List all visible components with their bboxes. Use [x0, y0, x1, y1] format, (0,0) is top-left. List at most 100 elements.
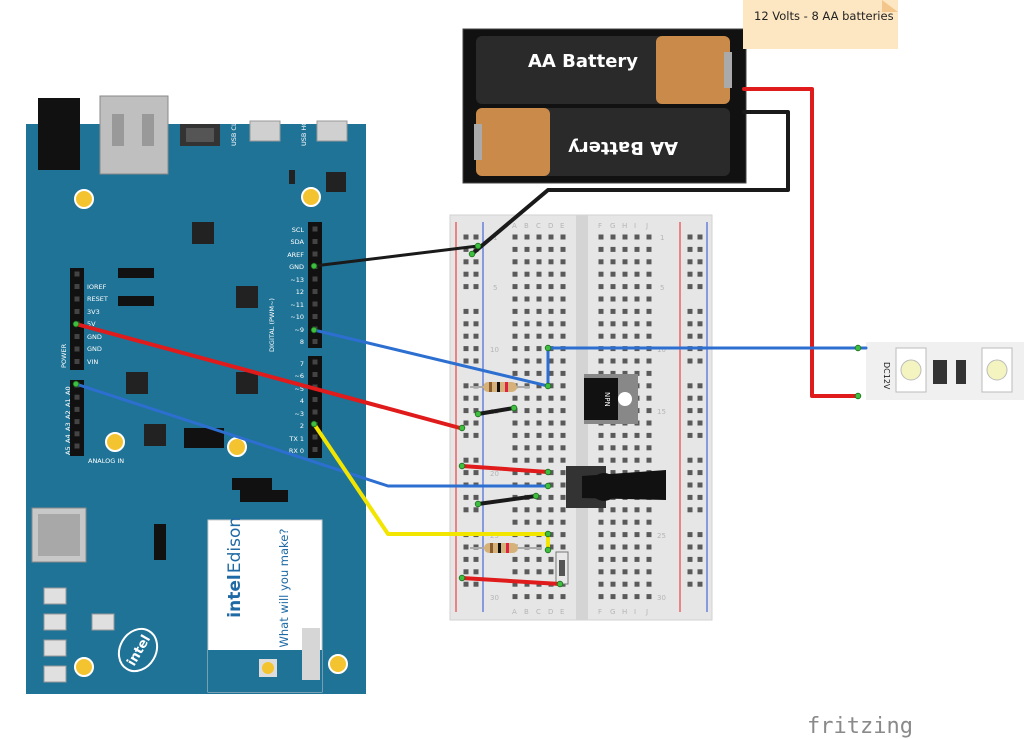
breadboard-hole [536, 395, 542, 401]
breadboard-hole [610, 308, 616, 314]
wire-endpoint [532, 492, 540, 500]
rail-hole [463, 346, 469, 352]
breadboard-hole [536, 445, 542, 451]
svg-text:IOREF: IOREF [87, 283, 107, 291]
breadboard-hole [646, 259, 652, 265]
svg-text:30: 30 [657, 594, 666, 602]
breadboard-hole [634, 370, 640, 376]
breadboard-hole [560, 470, 566, 476]
breadboard-hole [524, 594, 530, 600]
rail-hole [473, 234, 479, 240]
svg-text:A: A [512, 608, 517, 616]
rail-hole [463, 556, 469, 562]
breadboard-hole [524, 519, 530, 525]
header-pin [74, 359, 80, 364]
breadboard-hole [634, 234, 640, 240]
usb-host-label: USB HOST [300, 112, 308, 146]
svg-text:~6: ~6 [294, 372, 304, 380]
breadboard-hole [512, 420, 518, 426]
breadboard-hole [512, 271, 518, 277]
breadboard-hole [524, 581, 530, 587]
svg-text:I: I [634, 222, 636, 230]
svg-text:10: 10 [490, 346, 499, 354]
fritzing-logo: fritzing [807, 714, 913, 739]
wire-endpoint [474, 410, 482, 418]
header-pin [74, 309, 80, 314]
header-pin [312, 251, 318, 257]
breadboard-hole [560, 259, 566, 265]
breadboard-hole [610, 532, 616, 538]
breadboard-column-letters-top: A B C D E F G H I J [512, 222, 648, 230]
breadboard-hole [646, 246, 652, 252]
header-pin [74, 419, 80, 425]
breadboard-hole [610, 358, 616, 364]
breadboard-hole [634, 333, 640, 339]
breadboard-hole [524, 432, 530, 438]
breadboard-hole [646, 457, 652, 463]
rail-hole [697, 507, 703, 513]
rail-hole [463, 581, 469, 587]
breadboard-hole [622, 569, 628, 575]
breadboard-hole [536, 234, 542, 240]
breadboard-hole [610, 544, 616, 550]
breadboard-hole [536, 296, 542, 302]
rail-hole [697, 321, 703, 327]
small-header [118, 268, 154, 278]
breadboard-hole [524, 271, 530, 277]
rail-hole [473, 408, 479, 414]
mount-hole [74, 657, 94, 677]
breadboard-hole [512, 333, 518, 339]
header-pin [74, 334, 80, 339]
rail-hole [463, 569, 469, 575]
rail-hole [473, 420, 479, 426]
rail-hole [463, 358, 469, 364]
dc-jack [38, 98, 80, 170]
battery-holder: AA Battery AA Battery [462, 28, 747, 184]
svg-text:25: 25 [657, 532, 666, 540]
breadboard-hole [598, 271, 604, 277]
breadboard-hole [610, 569, 616, 575]
rail-hole [697, 532, 703, 538]
rail-hole [463, 507, 469, 513]
breadboard-hole [512, 519, 518, 525]
breadboard-hole [646, 445, 652, 451]
svg-text:A4: A4 [64, 434, 72, 443]
breadboard-hole [646, 296, 652, 302]
rail-hole [687, 482, 693, 488]
breadboard-hole [622, 544, 628, 550]
header-pin [74, 271, 80, 277]
breadboard-hole [598, 333, 604, 339]
breadboard-hole [536, 420, 542, 426]
breadboard-hole [512, 358, 518, 364]
breadboard-hole [598, 370, 604, 376]
rail-hole [473, 395, 479, 401]
wire-endpoint [468, 250, 476, 258]
breadboard-hole [512, 445, 518, 451]
breadboard-hole [548, 457, 554, 463]
small-header [154, 524, 166, 560]
breadboard-hole [548, 408, 554, 414]
rail-hole [473, 346, 479, 352]
breadboard-hole [524, 308, 530, 314]
rail-hole [687, 408, 693, 414]
breadboard-hole [610, 246, 616, 252]
svg-text:G: G [610, 608, 615, 616]
svg-text:20: 20 [490, 470, 499, 478]
rail-hole [697, 581, 703, 587]
note-text: 12 Volts - 8 AA batteries [754, 9, 894, 23]
breadboard-hole [646, 284, 652, 290]
rail-hole [697, 358, 703, 364]
rail-hole [473, 321, 479, 327]
breadboard-hole [646, 271, 652, 277]
rail-hole [473, 271, 479, 277]
header-pin [312, 301, 318, 307]
header-pin [74, 406, 80, 412]
wire-yellow-pin2 [312, 422, 550, 552]
header-pin [74, 284, 80, 289]
rail-hole [687, 259, 693, 265]
wire-endpoint [544, 482, 552, 490]
breadboard-hole [512, 569, 518, 575]
breadboard-hole [560, 507, 566, 513]
rail-hole [687, 507, 693, 513]
